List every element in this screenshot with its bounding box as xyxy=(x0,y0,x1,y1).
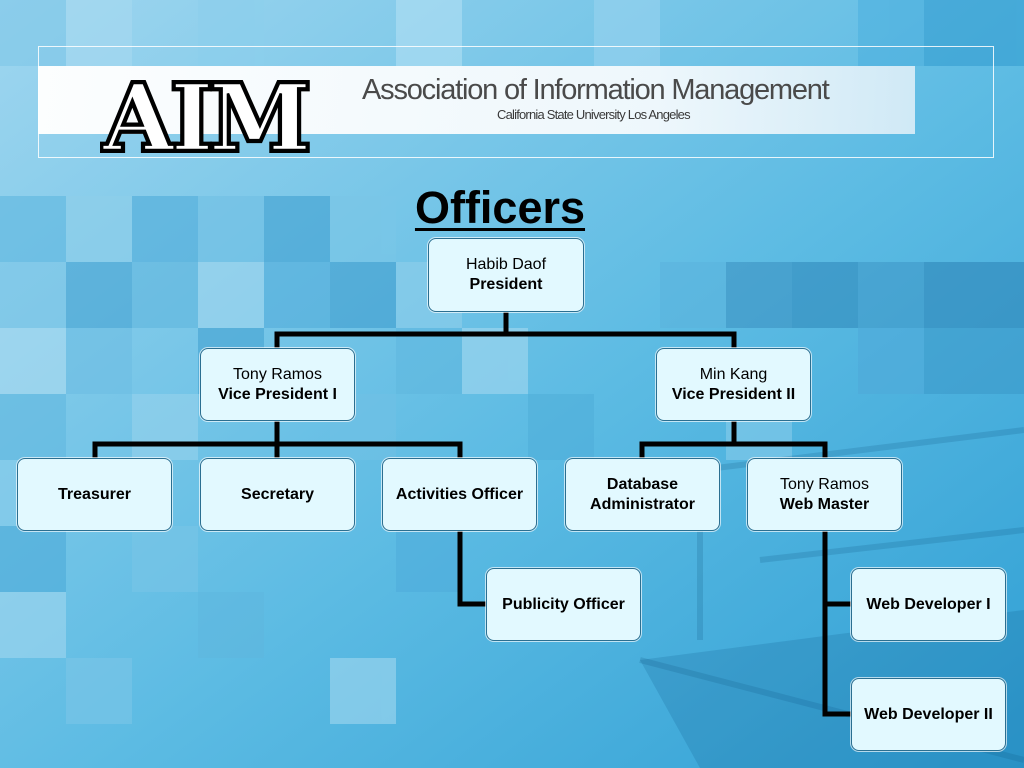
node-dba-role: Database Administrator xyxy=(590,475,695,513)
aim-logo: AIM AIM AIM xyxy=(100,66,310,162)
node-webmaster-name: Tony Ramos xyxy=(780,475,869,493)
node-vp2-role: Vice President II xyxy=(671,385,796,403)
node-publicity-role: Publicity Officer xyxy=(502,595,625,613)
node-web-master: Tony Ramos Web Master xyxy=(747,458,902,531)
node-webdev2-role: Web Developer II xyxy=(864,705,993,723)
node-president-name: Habib Daof xyxy=(465,256,547,273)
node-web-developer-2: Web Developer II xyxy=(851,678,1006,751)
page-title: Officers xyxy=(414,182,586,233)
node-secretary-role: Secretary xyxy=(241,485,314,503)
svg-text:AIM: AIM xyxy=(102,66,307,162)
node-web-developer-1: Web Developer I xyxy=(851,568,1006,641)
node-publicity-officer: Publicity Officer xyxy=(486,568,641,641)
organization-subtitle: California State University Los Angeles xyxy=(497,107,691,122)
svg-text:AIM: AIM xyxy=(102,66,307,162)
node-president: Habib Daof President xyxy=(428,238,584,312)
node-treasurer-role: Treasurer xyxy=(58,485,131,503)
node-president-role: President xyxy=(469,276,543,293)
node-webmaster-role: Web Master xyxy=(779,495,870,513)
organization-name: Association of Information Management xyxy=(362,74,830,106)
node-treasurer: Treasurer xyxy=(17,458,172,531)
node-database-administrator: Database Administrator xyxy=(565,458,720,531)
node-activities-officer: Activities Officer xyxy=(382,458,537,531)
node-secretary: Secretary xyxy=(200,458,355,531)
node-vp1: Tony Ramos Vice President I xyxy=(200,348,355,421)
node-vp2: Min Kang Vice President II xyxy=(656,348,811,421)
node-activities-role: Activities Officer xyxy=(395,485,524,503)
node-vp1-name: Tony Ramos xyxy=(233,365,322,383)
svg-text:AIM: AIM xyxy=(102,66,307,162)
node-vp1-role: Vice President I xyxy=(218,385,337,403)
node-webdev1-role: Web Developer I xyxy=(866,595,991,613)
header-band xyxy=(38,66,915,134)
node-vp2-name: Min Kang xyxy=(699,365,768,383)
